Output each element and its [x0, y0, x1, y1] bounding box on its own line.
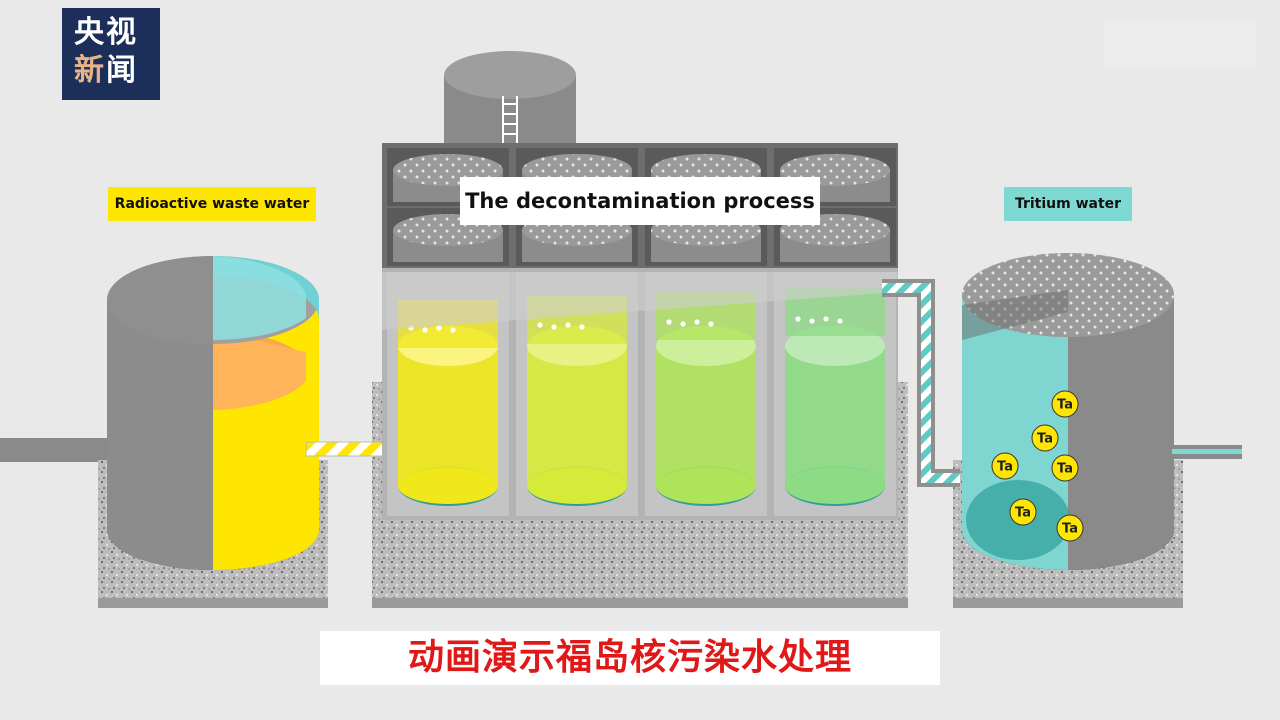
tritium-particle: Ta: [1051, 390, 1079, 418]
tritium-particle-label: Ta: [997, 460, 1013, 475]
tritium-particle: Ta: [1051, 454, 1079, 482]
tritium-particle: Ta: [1031, 424, 1059, 452]
waste-water-tank: [107, 256, 319, 570]
logo-char-wen: 闻: [106, 53, 138, 88]
watermark: [1105, 18, 1255, 70]
process-title: The decontamination process: [460, 177, 820, 225]
ladder: [502, 96, 518, 145]
cctv-news-logo: 央视 新闻: [62, 8, 160, 100]
logo-line-2: 新闻: [74, 52, 160, 90]
tritium-particle: Ta: [991, 452, 1019, 480]
decontamination-vessel: [774, 272, 896, 516]
tritium-particle: Ta: [1009, 498, 1037, 526]
tritium-particle-label: Ta: [1057, 398, 1073, 413]
logo-line-1: 央视: [74, 15, 138, 50]
tritium-particle-label: Ta: [1062, 522, 1078, 537]
treated-water-pipe: [882, 279, 960, 487]
decontamination-vessel: [645, 272, 767, 516]
tritium-particle-label: Ta: [1037, 432, 1053, 447]
logo-char-xin: 新: [74, 53, 106, 88]
tritium-particle-label: Ta: [1057, 462, 1073, 477]
decontamination-vessels: [382, 268, 898, 520]
tritium-water-label: Tritium water: [1004, 187, 1132, 221]
tritium-particle-label: Ta: [1015, 506, 1031, 521]
top-storage-cylinder: [444, 51, 576, 145]
tritium-particle: Ta: [1056, 514, 1084, 542]
chinese-subtitle: 动画演示福岛核污染水处理: [320, 631, 940, 685]
waste-water-label: Radioactive waste water: [108, 187, 316, 221]
inlet-pipe: [0, 438, 120, 462]
